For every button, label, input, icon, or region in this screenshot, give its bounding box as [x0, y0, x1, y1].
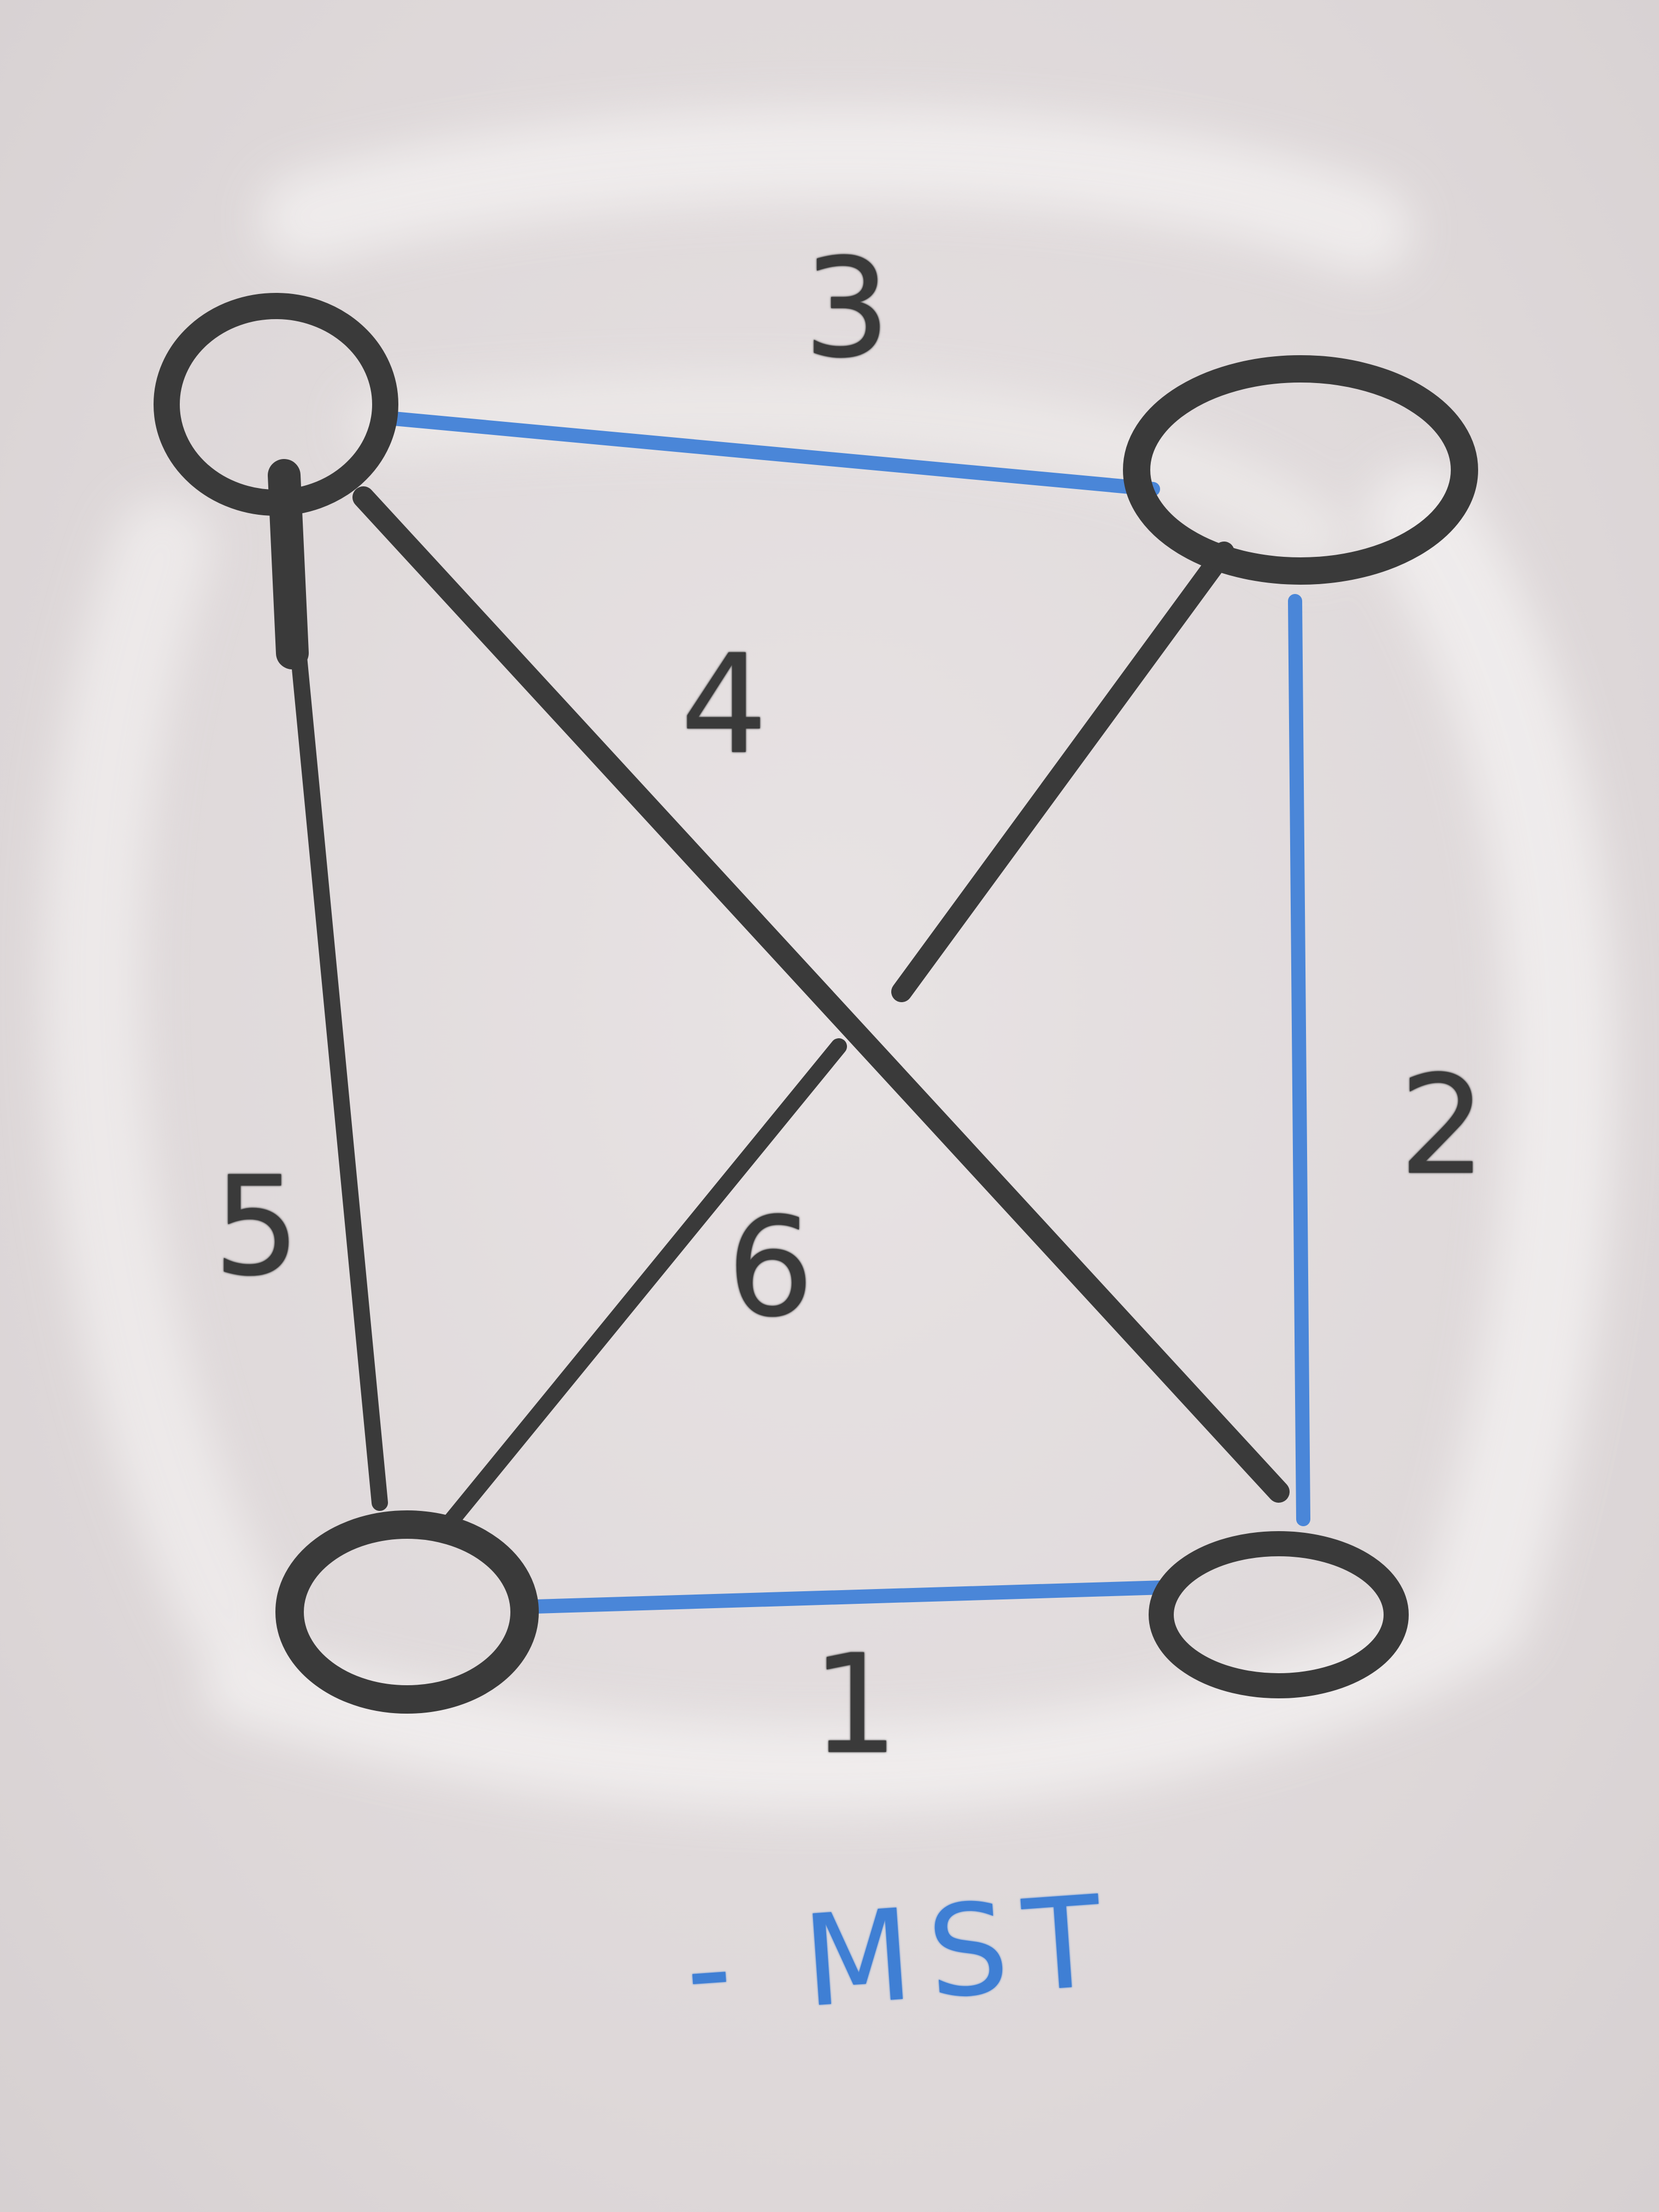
edge-bottom-left-bottom-right — [528, 1580, 1171, 1614]
edge-top-left-bottom-right — [352, 486, 1290, 1503]
eraser-smudges — [43, 108, 1616, 1813]
mst-legend: - MST — [681, 1868, 1122, 2044]
edge-top-left-bottom-left — [276, 495, 388, 1511]
edge-top-right-bottom-left-upper — [891, 542, 1234, 1002]
edge-top-right-bottom-left-lower — [440, 1038, 847, 1533]
edge-weight-2: 2 — [1399, 1046, 1486, 1205]
edge-weight-6: 6 — [727, 1188, 814, 1347]
edge-weight-3: 3 — [803, 229, 891, 388]
edge-top-right-bottom-right — [1288, 594, 1310, 1526]
edge-top-left-top-right — [381, 411, 1160, 496]
node-bottom-left — [275, 1510, 539, 1714]
edge-weight-1: 1 — [811, 1625, 899, 1784]
edge-weight-5: 5 — [213, 1147, 301, 1306]
edge-weight-4: 4 — [680, 625, 768, 784]
node-bottom-right — [1149, 1531, 1409, 1698]
node-top-right — [1123, 355, 1478, 585]
node-top-left — [154, 293, 398, 669]
